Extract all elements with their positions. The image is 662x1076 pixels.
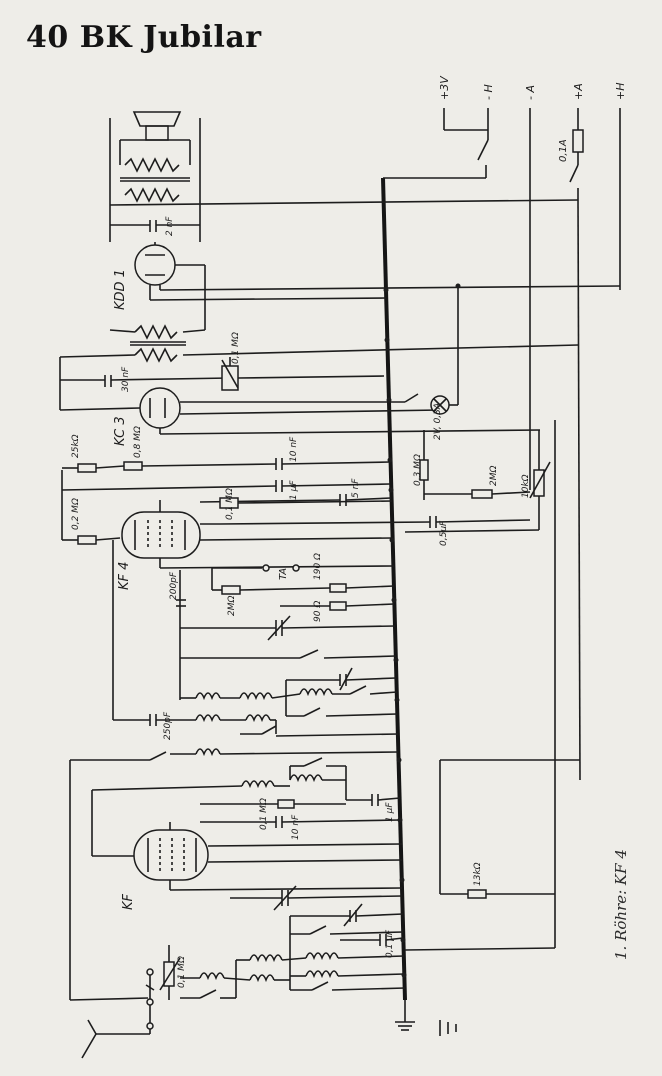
cap-5nf-label: 5 nF [351, 478, 361, 498]
tube-kdd1: KDD 1 [113, 242, 621, 330]
driver-transformer [59, 324, 579, 363]
res-190-label: 190 Ω [313, 553, 323, 580]
cap-30nf-label: 30 nF [121, 366, 131, 392]
cap-1uf-a-label: 1 µF [289, 480, 299, 500]
tube-kf: KF 13kΩ [92, 759, 580, 910]
tube-kdd1-label: KDD 1 [113, 269, 128, 310]
antenna-icon [69, 968, 155, 1059]
tuning-section-lower: 0,1 µF 0,1 MΩ [159, 885, 406, 1000]
res-90-label: 90 Ω [313, 601, 323, 622]
pickup-network: TA 2MΩ 190 Ω 90 Ω 200pF [169, 553, 395, 700]
loudspeaker-icon: 2 nF [109, 111, 579, 242]
res-25k-label: 25kΩ [71, 434, 81, 458]
terminal-minus-h: - H [482, 84, 495, 100]
schematic-title: 40 BK Jubilar [26, 20, 262, 55]
res-02m-label: 0,2 MΩ [71, 498, 81, 530]
cap-01uf-label: 0,1 µF [385, 929, 395, 958]
cap-05uf-label: 0,5µF [439, 520, 449, 546]
lamp-label: 2V, 0,3A [433, 403, 443, 440]
ta-label: TA [278, 568, 289, 580]
pot-01-label: 0,1 MΩ [231, 332, 241, 364]
res-2m-b-label: 2MΩ [227, 596, 237, 616]
res-01-a-label: 0,1 MΩ [225, 488, 235, 520]
cap-2nf-label: 2 nF [165, 216, 175, 236]
res-08-label: 0,8 MΩ [133, 426, 143, 458]
supply-terminal-labels: +3V - H - A +A +H 0,1A [438, 75, 627, 162]
res-01-b-label: 0,1 MΩ [259, 798, 269, 830]
tube-kf-label: KF [121, 893, 136, 910]
cap-1uf-b-label: 1 µF [385, 802, 395, 822]
res-13k-label: 13kΩ [473, 862, 483, 886]
terminal-minus-a: - A [524, 85, 537, 100]
dial-lamp-icon: 2V, 0,3A [404, 283, 461, 440]
tube-kc3-label: KC 3 [113, 416, 128, 446]
terminal-plus-3v: +3V [438, 75, 451, 100]
terminal-plus-h: +H [614, 83, 627, 101]
pot-01-b-label: 0,1 MΩ [177, 956, 187, 988]
ground-bus [381, 177, 457, 1036]
supply-rails [383, 108, 621, 951]
cap-250pf-label: 250pF [163, 711, 173, 740]
cap-200pf-label: 200pF [169, 571, 179, 600]
terminal-plus-a: +A [572, 83, 585, 100]
tube-kf4: 0,2 MΩ 0,1 MΩ 0,5µF KF 4 [62, 488, 531, 720]
fuse-label: 0,1A [558, 139, 569, 162]
tuning-section-upper: 250pF [113, 615, 399, 740]
pot-10k-label: 10kΩ [521, 474, 531, 498]
kc3-stage: 30 nF 0,1 MΩ KC 3 [59, 332, 541, 446]
cap-10nf-a-label: 10 nF [289, 436, 299, 462]
tube-kf4-label: KF 4 [117, 562, 132, 590]
tuning-section-middle: 1 µF 0,1 MΩ 10 nF [69, 748, 401, 1000]
res-2m-a-label: 2MΩ [489, 466, 499, 486]
cap-10nf-b-label: 10 nF [291, 814, 301, 840]
res-03-label: 0,3 MΩ [413, 454, 423, 486]
